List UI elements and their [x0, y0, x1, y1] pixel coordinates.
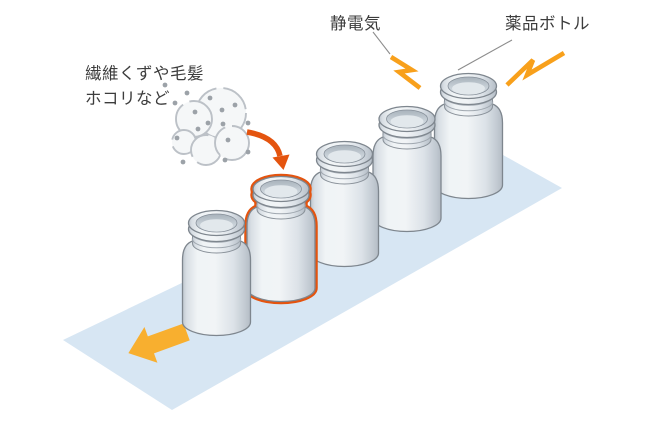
bottle-5 [433, 72, 504, 200]
static-bolt-left-icon [389, 55, 422, 90]
falling-arrow [246, 129, 290, 170]
leader-line-bottle [457, 39, 513, 71]
static-bolt-right-icon [505, 51, 566, 87]
bottle-1 [181, 209, 252, 337]
bottle-2 [246, 175, 316, 303]
label-contaminants-line1: 繊維くずや毛髪 [85, 64, 204, 83]
dust-cloud [171, 87, 250, 166]
falling-arrow-shaft [246, 129, 283, 157]
label-static-electricity: 静電気 [330, 14, 381, 33]
dust-particles [162, 82, 251, 165]
leader-line-static [372, 31, 391, 55]
bottle-4 [372, 105, 442, 233]
label-contaminants-line2: ホコリなど [85, 89, 170, 108]
bottle-3 [309, 140, 380, 268]
label-bottle: 薬品ボトル [505, 14, 590, 33]
direction-arrow [128, 323, 190, 363]
falling-arrow-head [272, 154, 290, 170]
